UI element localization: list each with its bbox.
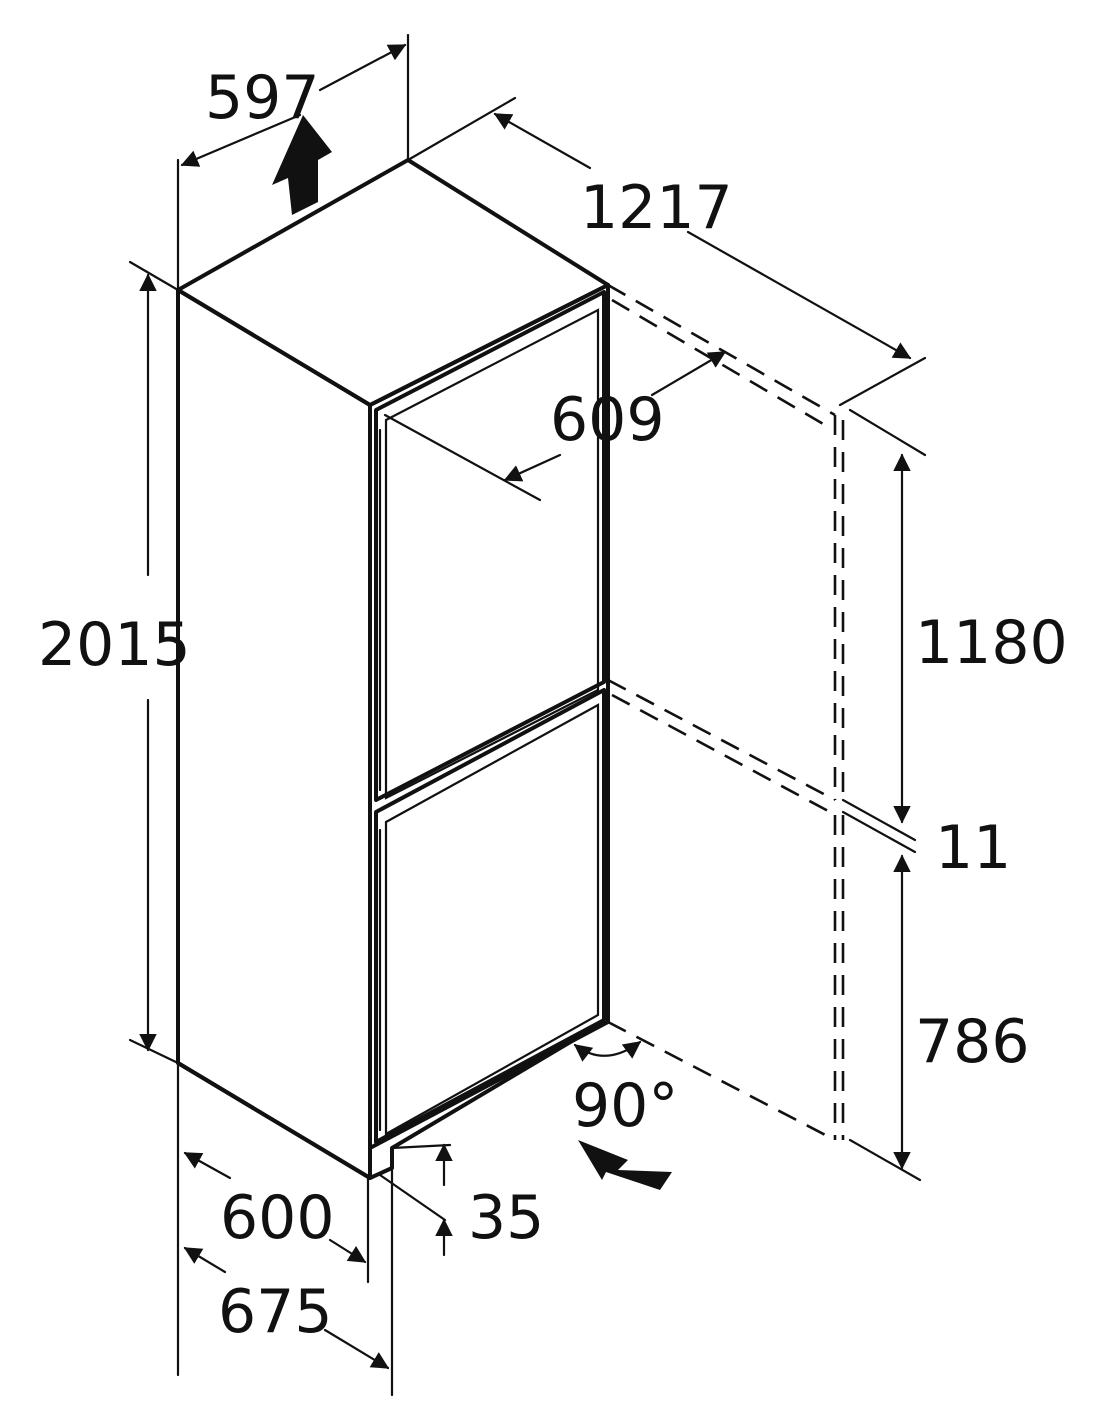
dim-label-height: 2015 — [38, 610, 191, 680]
dimension-bottom: 600 675 35 — [176, 1061, 544, 1397]
dimension-opening-depth: 1217 — [406, 96, 927, 407]
dimension-right-stack: 1180 11 786 — [841, 408, 1068, 1182]
dim-label-door-depth: 609 — [550, 385, 665, 455]
lower-door — [374, 688, 606, 1144]
upper-door — [374, 290, 606, 802]
dim-label-door-angle: 90° — [572, 1071, 678, 1141]
dim-label-gap: 11 — [935, 813, 1011, 883]
dim-label-kick-depth: 35 — [468, 1183, 544, 1253]
dim-label-depth: 675 — [218, 1277, 333, 1347]
dim-label-opening-depth: 1217 — [580, 173, 733, 243]
dimension-door-depth: 609 — [383, 350, 727, 502]
up-arrow-icon — [272, 115, 332, 215]
upper-door-inner — [384, 308, 600, 800]
fridge-front-edge — [368, 283, 610, 1150]
dim-label-lower-door: 786 — [915, 1007, 1030, 1077]
fridge-side-face — [176, 288, 372, 1180]
dim-label-width: 600 — [220, 1183, 335, 1253]
fridge-body — [176, 158, 610, 1180]
dimension-top-width: 597 — [176, 33, 410, 292]
fridge-base — [176, 1020, 606, 1180]
lower-door-inner — [384, 703, 600, 1136]
front-arrow-icon — [578, 1140, 672, 1190]
fridge-top-face — [176, 158, 610, 407]
dim-label-upper-door: 1180 — [915, 608, 1068, 678]
open-door-outline — [607, 283, 845, 1142]
dimension-door-angle: 90° — [572, 1040, 678, 1141]
dimension-height: 2015 — [38, 260, 191, 1065]
